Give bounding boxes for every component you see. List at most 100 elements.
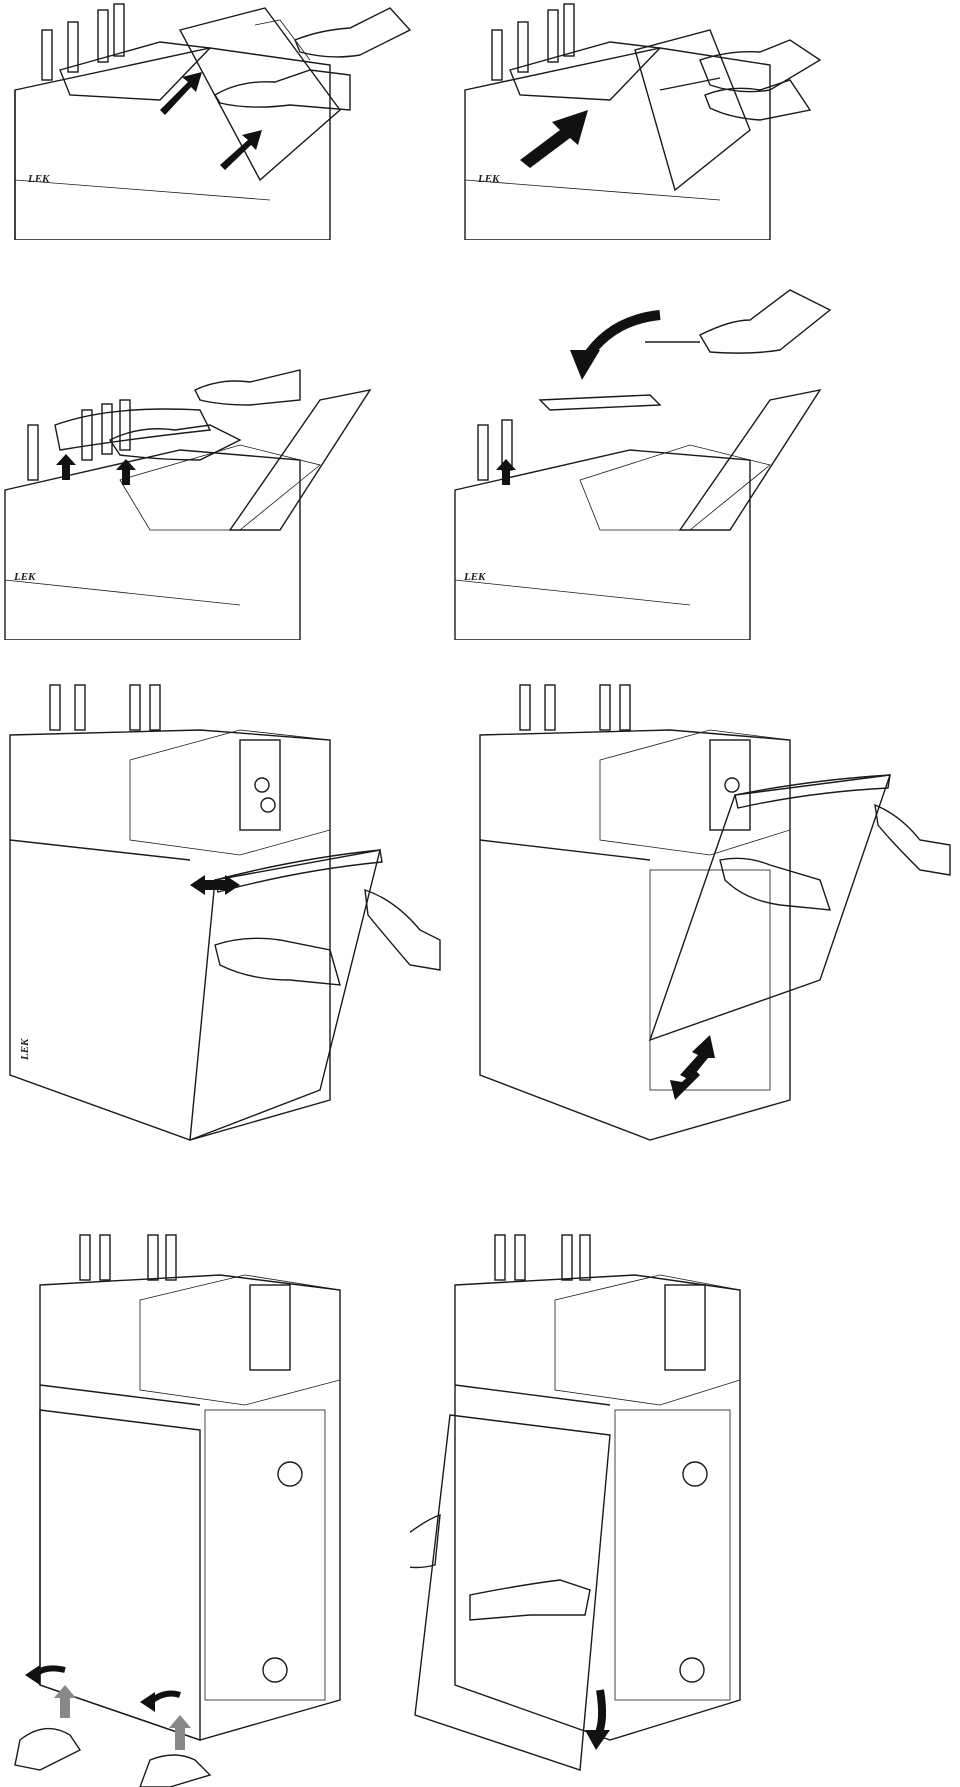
open-interior — [579, 444, 771, 531]
cabinet-body — [39, 1274, 341, 1741]
cabinet-body — [9, 729, 331, 1141]
down-arrow-icon — [594, 1689, 607, 1737]
front-lid — [178, 7, 341, 182]
front-lid-open — [678, 388, 822, 531]
push-arrow-icon — [520, 110, 588, 168]
pipes — [49, 684, 161, 731]
panel-trim — [214, 849, 383, 893]
step-1-illustration: LEK — [14, 3, 412, 240]
step-1-remove-top-cover: LEK — [10, 0, 430, 240]
cabinet-body — [4, 449, 301, 640]
step-8-lift-out-front-panel — [410, 1220, 850, 1787]
pipes — [491, 3, 575, 81]
control-top — [129, 729, 331, 856]
brand-label: LEK — [13, 571, 36, 583]
hand-graphic — [719, 857, 832, 911]
step-3-lift-top-cover: LEK — [0, 330, 430, 640]
front-lid — [634, 29, 751, 192]
control-panel — [249, 1284, 291, 1371]
hand-graphic — [410, 1513, 441, 1569]
pipes — [79, 1234, 177, 1281]
front-lid-open — [228, 388, 372, 531]
hand-graphic — [469, 1579, 591, 1621]
open-interior — [119, 444, 321, 531]
panel-trim — [734, 774, 891, 809]
pipes — [494, 1234, 591, 1281]
front-panel — [414, 1414, 611, 1771]
step-6-lift-front-panel — [470, 680, 960, 1150]
control-panel — [239, 739, 281, 831]
hand-graphic — [364, 888, 441, 971]
brand-label: LEK — [463, 571, 486, 583]
step-7-release-front-panel — [0, 1220, 400, 1787]
control-panel — [709, 739, 751, 831]
step-5-illustration: LEK — [9, 684, 441, 1142]
step-3-illustration: LEK — [4, 369, 372, 640]
down-arrow-icon — [585, 1730, 610, 1750]
control-panel — [664, 1284, 706, 1371]
up-arrow-icon — [496, 459, 516, 485]
hand-graphic — [704, 79, 812, 121]
open-interior — [204, 1409, 326, 1701]
up-arrow-icon — [169, 1715, 191, 1750]
up-arrow-icon — [54, 1685, 76, 1718]
control-top — [599, 729, 791, 856]
connector-icon — [262, 1657, 288, 1683]
brand-label: LEK — [27, 173, 50, 185]
control-top — [139, 1274, 341, 1406]
double-arrow-icon — [190, 875, 240, 895]
brand-label: LEK — [19, 1038, 31, 1061]
front-panel — [648, 774, 892, 1042]
step-4-illustration: LEK — [454, 289, 832, 640]
top-cover — [509, 41, 662, 101]
step-2-remove-screws: LEK — [460, 0, 880, 240]
up-arrow-icon — [160, 72, 202, 115]
connector-icon — [679, 1657, 705, 1683]
double-arrow-icon — [680, 1035, 715, 1080]
cabinet-body — [479, 729, 791, 1141]
hand-graphic — [699, 39, 822, 93]
screwdriver-graphic — [659, 77, 721, 91]
hand-graphic — [294, 7, 412, 58]
step-2-illustration: LEK — [464, 3, 822, 240]
open-interior — [649, 869, 771, 1091]
hand-graphic — [14, 1727, 82, 1771]
pull-arrow-icon — [140, 1692, 155, 1712]
cabinet-body — [454, 449, 751, 640]
step-5-remove-front-panel: LEK — [0, 680, 450, 1150]
open-interior — [614, 1409, 731, 1701]
double-arrow-icon — [670, 1070, 700, 1100]
step-4-detach-top-cover: LEK — [450, 280, 880, 640]
step-8-illustration — [410, 1234, 741, 1771]
connector-icon — [682, 1461, 708, 1487]
front-panel — [39, 1409, 201, 1741]
hand-graphic — [214, 937, 341, 986]
pipes — [27, 399, 131, 481]
hand-graphic — [108, 424, 242, 461]
hand-graphic — [874, 803, 951, 876]
control-top — [554, 1274, 741, 1406]
knob-icon — [724, 777, 740, 793]
pipes — [41, 3, 125, 81]
knob-icon — [254, 777, 270, 793]
cabinet-body — [464, 47, 771, 240]
up-arrow-icon — [116, 459, 136, 485]
step-6-illustration — [479, 684, 951, 1141]
up-arrow-icon — [56, 454, 76, 480]
brand-label: LEK — [477, 173, 500, 185]
pipes — [519, 684, 631, 731]
rotate-arrow-head-icon — [570, 350, 600, 380]
hand-graphic — [139, 1754, 212, 1787]
step-7-illustration — [14, 1234, 341, 1787]
connector-icon — [277, 1461, 303, 1487]
top-cover — [54, 408, 212, 451]
hand-graphic — [699, 289, 832, 354]
up-arrow-icon — [220, 130, 262, 170]
cabinet-body — [454, 1274, 741, 1741]
pull-arrow-icon — [25, 1665, 40, 1685]
top-cover — [538, 394, 662, 411]
knob-icon — [260, 797, 276, 813]
front-panel — [189, 849, 381, 1142]
top-cover — [59, 41, 212, 101]
hand-graphic — [214, 69, 351, 111]
